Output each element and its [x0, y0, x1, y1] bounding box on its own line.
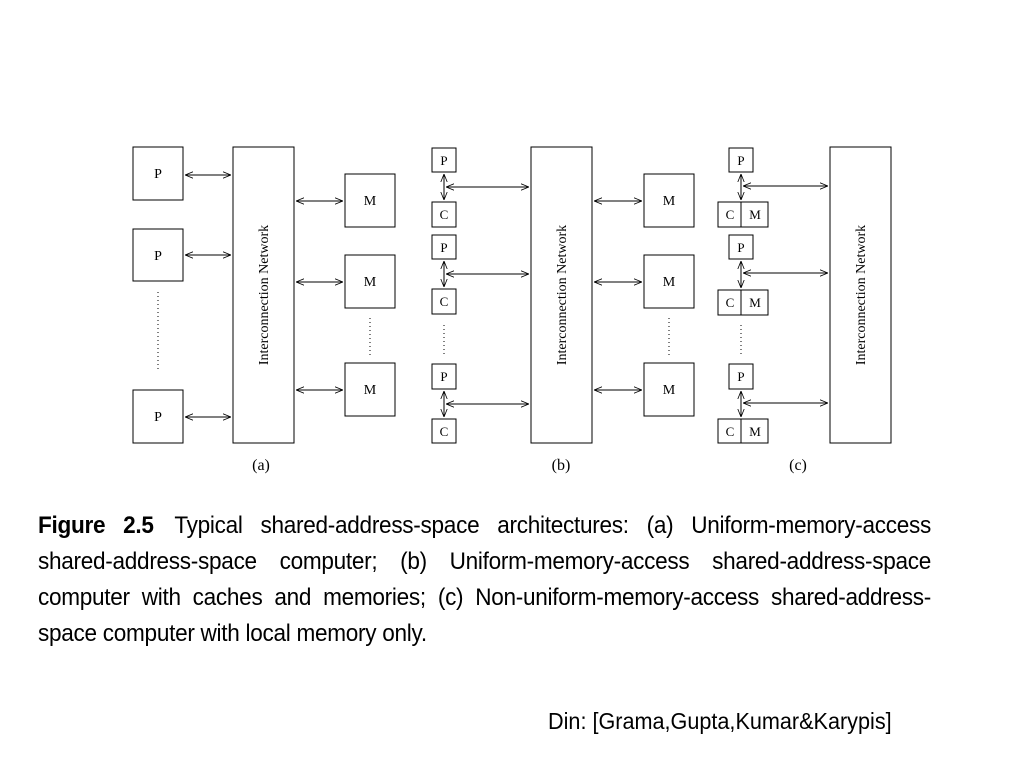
cache-memory-box: C M [717, 201, 769, 228]
svg-text:C: C [440, 424, 449, 439]
cache-box: C [431, 418, 457, 444]
memory-box: M [344, 254, 396, 309]
svg-text:M: M [364, 383, 377, 398]
svg-text:M: M [364, 194, 377, 209]
svg-text:M: M [749, 295, 761, 310]
processor-box: P [431, 234, 457, 260]
svg-text:P: P [154, 410, 162, 425]
processor-box: P [431, 147, 457, 173]
svg-text:C: C [726, 424, 735, 439]
svg-text:P: P [737, 240, 744, 255]
memory-box: M [344, 173, 396, 228]
processor-box: P [132, 146, 184, 201]
cache-memory-box: C M [717, 289, 769, 316]
svg-text:P: P [440, 240, 447, 255]
svg-text:M: M [663, 194, 676, 209]
panel-b: P C P C P C Interconnection Netwo [431, 146, 695, 474]
svg-text:C: C [726, 207, 735, 222]
caption-text: Typical shared-address-space architectur… [38, 512, 932, 647]
svg-text:M: M [749, 424, 761, 439]
svg-text:Interconnection Network: Interconnection Network [854, 225, 869, 365]
svg-text:P: P [440, 369, 447, 384]
memory-box: M [344, 362, 396, 417]
svg-text:C: C [440, 207, 449, 222]
svg-text:M: M [749, 207, 761, 222]
panel-label: (b) [552, 457, 571, 474]
processor-box: P [728, 234, 754, 260]
memory-box: M [643, 362, 695, 417]
svg-text:C: C [726, 295, 735, 310]
cache-memory-box: C M [717, 418, 769, 444]
processor-box: P [132, 389, 184, 444]
processor-box: P [728, 147, 754, 173]
panel-label: (a) [252, 457, 270, 474]
source-credit: Din: [Grama,Gupta,Kumar&Karypis] [548, 708, 892, 734]
memory-box: M [643, 173, 695, 228]
svg-text:P: P [440, 153, 447, 168]
panel-label: (c) [789, 457, 807, 474]
svg-text:M: M [663, 383, 676, 398]
memory-box: M [643, 254, 695, 309]
processor-box: P [132, 228, 184, 282]
cache-box: C [431, 201, 457, 228]
cache-box: C [431, 288, 457, 315]
svg-text:P: P [154, 249, 162, 264]
svg-text:Interconnection Network: Interconnection Network [555, 225, 570, 365]
svg-text:M: M [663, 275, 676, 290]
svg-text:C: C [440, 294, 449, 309]
panel-c: P C M P C M P C M [717, 146, 892, 474]
svg-text:M: M [364, 275, 377, 290]
panel-a: P P P Interconnection Network M M M [132, 146, 396, 474]
svg-text:P: P [737, 369, 744, 384]
svg-text:P: P [154, 167, 162, 182]
interconnection-network: Interconnection Network [530, 146, 593, 444]
architecture-figure: P P P Interconnection Network M M M [132, 146, 892, 474]
interconnection-network: Interconnection Network [829, 146, 892, 444]
caption-label: Figure 2.5 [38, 512, 154, 539]
processor-box: P [728, 363, 754, 390]
processor-box: P [431, 363, 457, 390]
svg-text:Interconnection Network: Interconnection Network [257, 225, 272, 365]
interconnection-network: Interconnection Network [232, 146, 295, 444]
svg-text:P: P [737, 153, 744, 168]
